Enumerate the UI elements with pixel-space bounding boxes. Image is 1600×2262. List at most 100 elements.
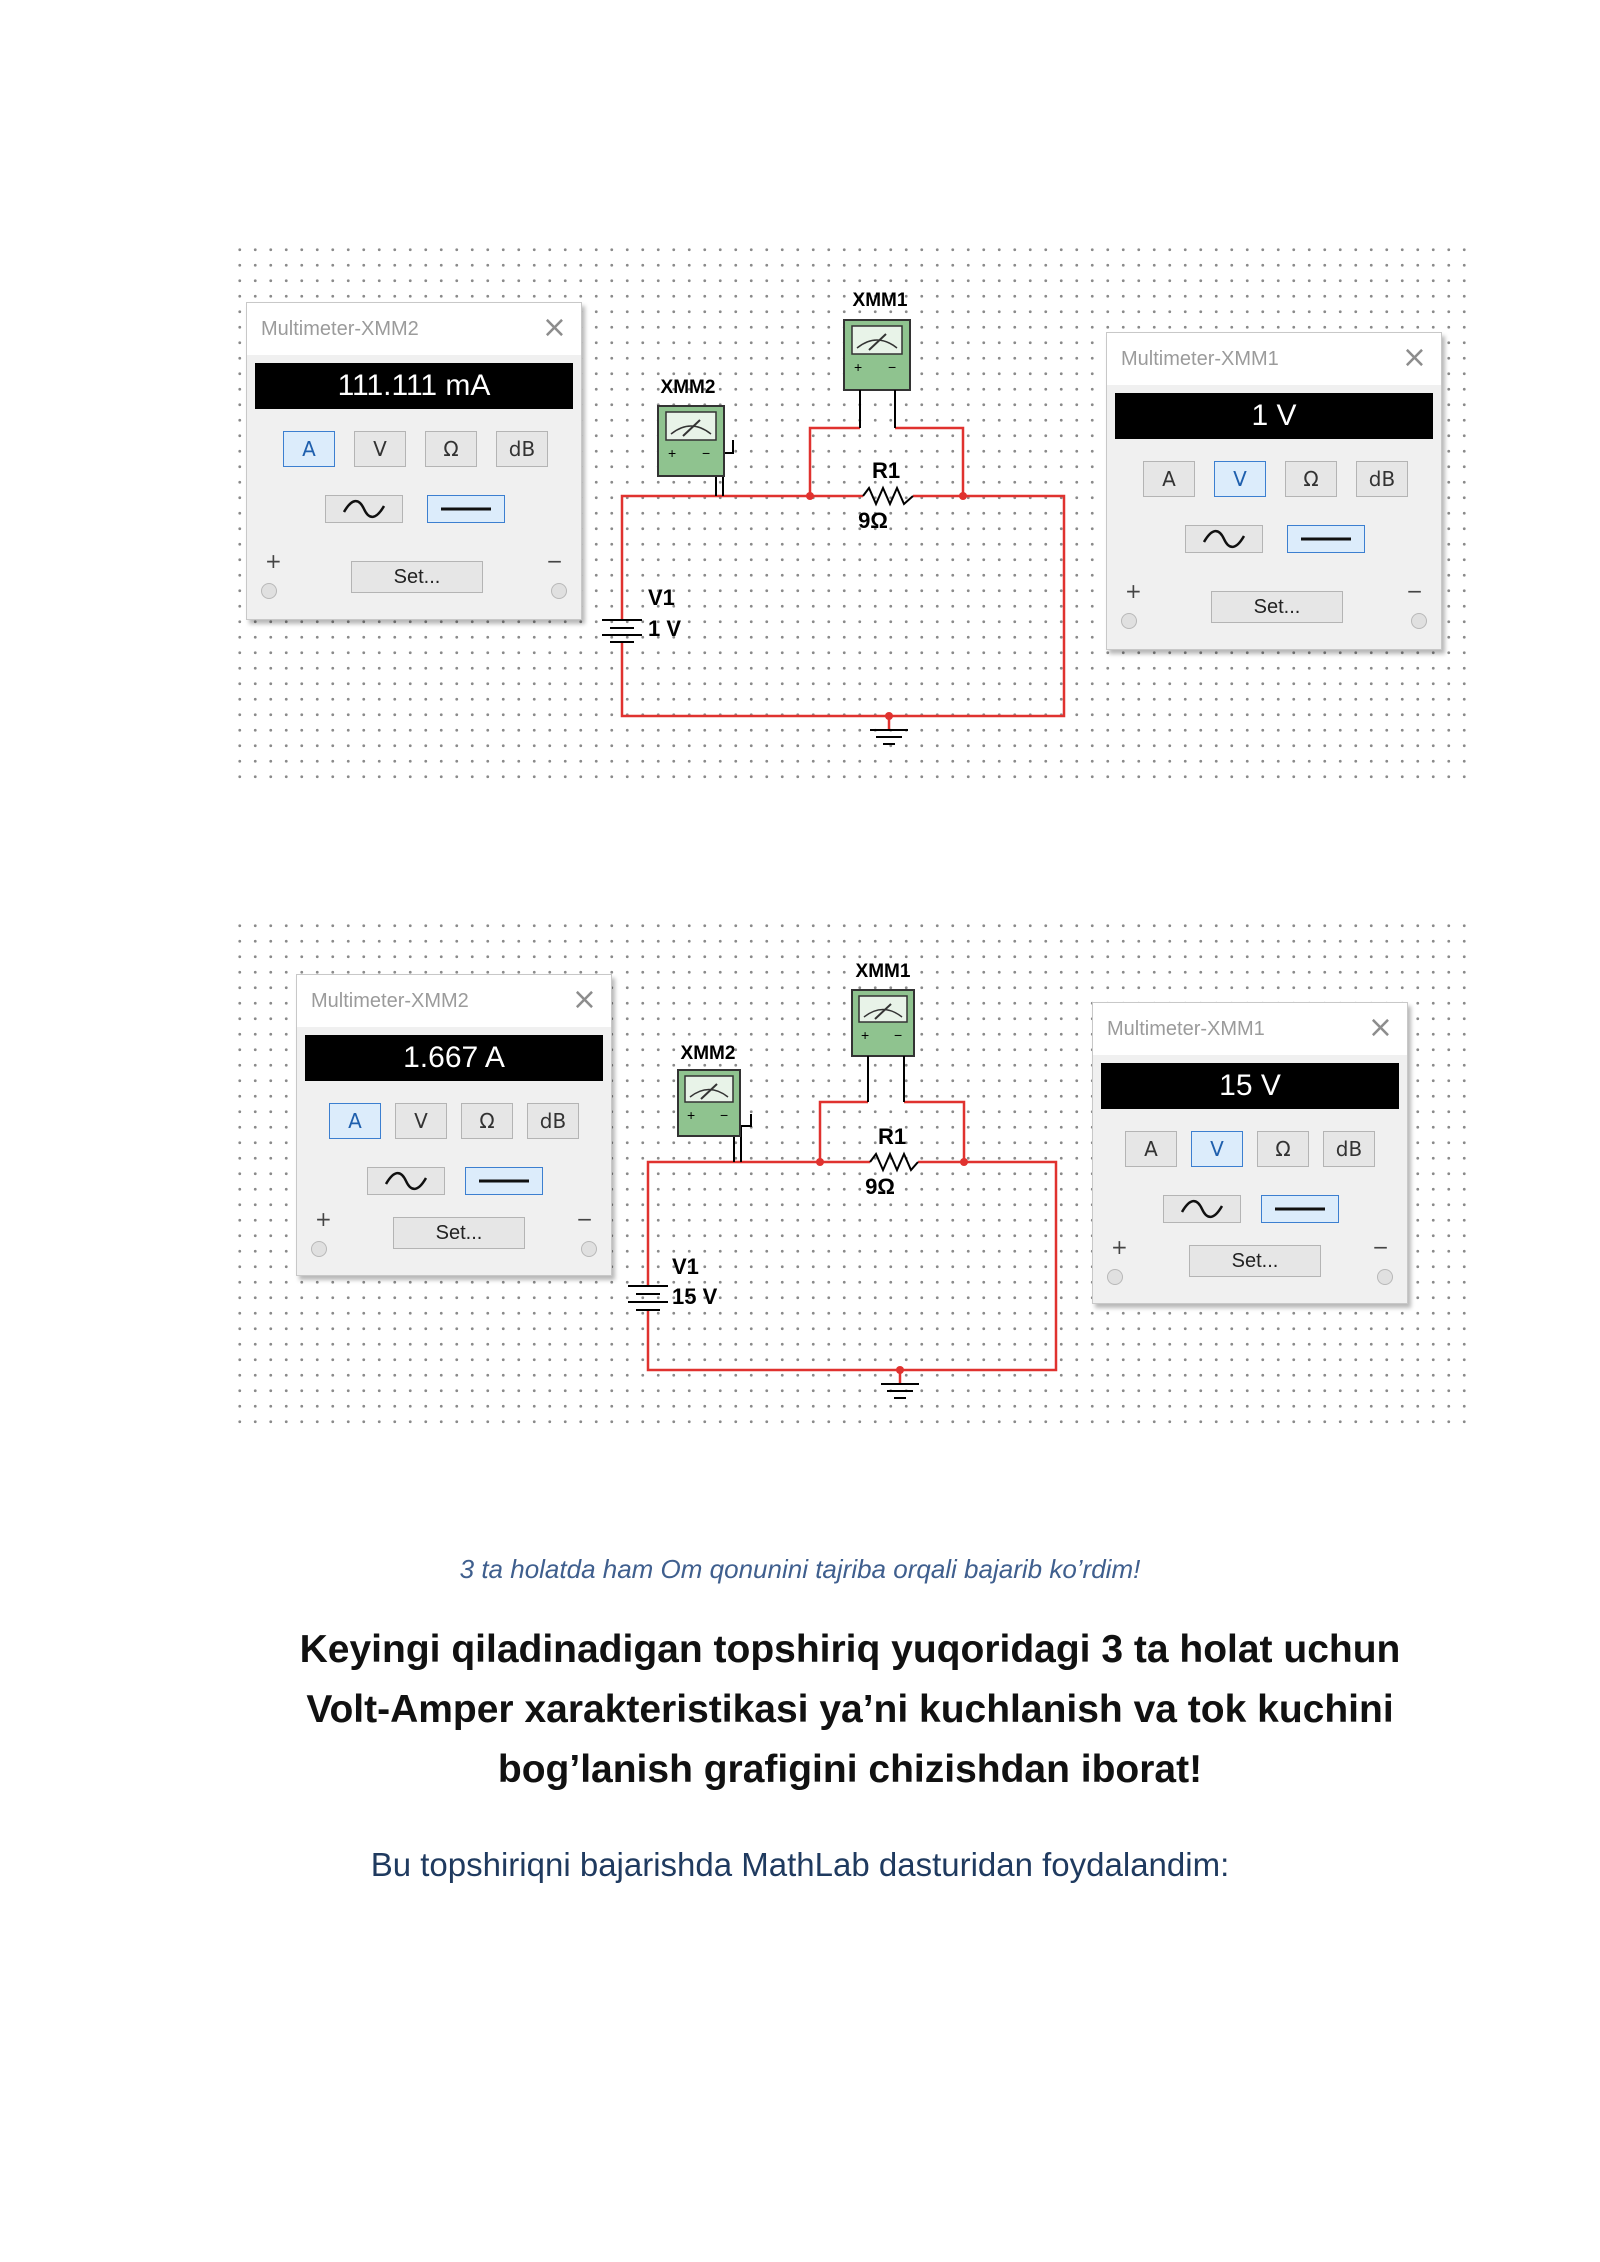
minus-terminal-label: − [1406, 579, 1423, 603]
window-title: Multimeter-XMM1 [1121, 348, 1279, 370]
multimeter-display: 111.111 mA [255, 363, 573, 409]
caption-note: 3 ta holatda ham Om qonunini tajriba orq… [459, 1554, 1141, 1584]
minus-terminal[interactable] [581, 1241, 597, 1257]
label-v1-value: 15 V [672, 1284, 718, 1309]
ac-wave-icon [384, 1171, 428, 1191]
ac-wave-icon [1180, 1199, 1224, 1219]
minus-terminal-label: − [546, 549, 563, 573]
range-button-v[interactable]: V [395, 1103, 447, 1139]
multimeter-xmm1-window-1[interactable]: Multimeter-XMM1 × 1 V A V Ω dB + − Set..… [1106, 332, 1442, 650]
section-heading: Keyingi qiladinadigan topshiriq yuqorida… [299, 1628, 1401, 1791]
ac-mode-button[interactable] [367, 1167, 445, 1195]
close-icon[interactable]: × [1367, 1010, 1393, 1045]
multimeter-xmm1-window-2[interactable]: Multimeter-XMM1 × 15 V A V Ω dB + − Set.… [1092, 1002, 1408, 1304]
range-button-a[interactable]: A [329, 1103, 381, 1139]
range-button-v[interactable]: V [354, 431, 406, 467]
window-titlebar[interactable]: Multimeter-XMM1 × [1093, 1003, 1407, 1055]
plus-terminal[interactable] [1121, 613, 1137, 629]
label-xmm2: XMM2 [681, 1043, 736, 1064]
label-v1: V1 [648, 585, 675, 610]
set-button[interactable]: Set... [351, 561, 483, 593]
circuit-wires: + − + − XMM1 XMM2 R1 9Ω V1 15 V [628, 961, 1058, 1399]
xmm2-meter-icon: + − [657, 405, 725, 477]
minus-terminal-label: − [1372, 1235, 1389, 1259]
multimeter-xmm2-window-1[interactable]: Multimeter-XMM2 × 111.111 mA A V Ω dB + … [246, 302, 582, 620]
plus-terminal-label: + [1111, 1235, 1128, 1259]
multimeter-display: 15 V [1101, 1063, 1399, 1109]
dc-line-icon [479, 1179, 529, 1183]
minus-terminal[interactable] [1377, 1269, 1393, 1285]
ac-mode-button[interactable] [1163, 1195, 1241, 1223]
multimeter-display: 1 V [1115, 393, 1433, 439]
body-paragraph: Bu topshiriqni bajarishda MathLab dastur… [370, 1846, 1230, 1883]
label-v1: V1 [672, 1254, 699, 1279]
svg-text:−: − [894, 1027, 902, 1043]
range-button-v[interactable]: V [1214, 461, 1266, 497]
svg-text:−: − [888, 359, 896, 375]
dc-mode-button[interactable] [1261, 1195, 1339, 1223]
set-button[interactable]: Set... [393, 1217, 525, 1249]
window-titlebar[interactable]: Multimeter-XMM2 × [247, 303, 581, 355]
minus-terminal-label: − [576, 1207, 593, 1231]
plus-terminal-label: + [1125, 579, 1142, 603]
dc-line-icon [1275, 1207, 1325, 1211]
dc-mode-button[interactable] [1287, 525, 1365, 553]
label-v1-value: 1 V [648, 616, 681, 641]
set-button[interactable]: Set... [1189, 1245, 1321, 1277]
xmm2-meter-icon: + − [677, 1069, 741, 1137]
minus-terminal[interactable] [1411, 613, 1427, 629]
window-titlebar[interactable]: Multimeter-XMM2 × [297, 975, 611, 1027]
label-r1: R1 [872, 458, 900, 483]
ac-wave-icon [342, 499, 386, 519]
close-icon[interactable]: × [1401, 340, 1427, 375]
window-title: Multimeter-XMM2 [261, 318, 419, 340]
label-r1-value: 9Ω [858, 508, 888, 533]
dc-line-icon [441, 507, 491, 511]
dc-line-icon [1301, 537, 1351, 541]
label-xmm1: XMM1 [856, 961, 911, 982]
minus-terminal[interactable] [551, 583, 567, 599]
range-button-ohm[interactable]: Ω [1285, 461, 1337, 497]
label-r1-value: 9Ω [865, 1174, 895, 1199]
plus-terminal[interactable] [261, 583, 277, 599]
plus-terminal[interactable] [311, 1241, 327, 1257]
range-button-db[interactable]: dB [527, 1103, 579, 1139]
label-r1: R1 [878, 1124, 906, 1149]
ac-wave-icon [1202, 529, 1246, 549]
set-button[interactable]: Set... [1211, 591, 1343, 623]
svg-text:+: + [861, 1027, 869, 1043]
range-button-ohm[interactable]: Ω [1257, 1131, 1309, 1167]
range-button-a[interactable]: A [1125, 1131, 1177, 1167]
label-xmm1: XMM1 [853, 290, 908, 311]
range-button-a[interactable]: A [283, 431, 335, 467]
range-button-db[interactable]: dB [496, 431, 548, 467]
dc-mode-button[interactable] [427, 495, 505, 523]
ac-mode-button[interactable] [1185, 525, 1263, 553]
close-icon[interactable]: × [571, 982, 597, 1017]
range-button-ohm[interactable]: Ω [461, 1103, 513, 1139]
svg-text:+: + [668, 445, 676, 461]
range-button-db[interactable]: dB [1323, 1131, 1375, 1167]
plus-terminal-label: + [265, 549, 282, 573]
circuit-wires: + − + − XMM1 XMM2 R1 9Ω V1 1 V [602, 290, 1066, 745]
xmm1-meter-icon: + − [843, 319, 911, 428]
multimeter-display: 1.667 A [305, 1035, 603, 1081]
svg-text:+: + [687, 1107, 695, 1123]
ac-mode-button[interactable] [325, 495, 403, 523]
range-button-db[interactable]: dB [1356, 461, 1408, 497]
dc-mode-button[interactable] [465, 1167, 543, 1195]
close-icon[interactable]: × [541, 310, 567, 345]
label-xmm2: XMM2 [661, 377, 716, 398]
xmm1-meter-icon: + − [851, 989, 915, 1102]
plus-terminal-label: + [315, 1207, 332, 1231]
range-button-v[interactable]: V [1191, 1131, 1243, 1167]
multimeter-xmm2-window-2[interactable]: Multimeter-XMM2 × 1.667 A A V Ω dB + − S… [296, 974, 612, 1276]
window-title: Multimeter-XMM2 [311, 990, 469, 1012]
range-button-a[interactable]: A [1143, 461, 1195, 497]
svg-text:−: − [702, 445, 710, 461]
range-button-ohm[interactable]: Ω [425, 431, 477, 467]
svg-text:+: + [854, 359, 862, 375]
window-title: Multimeter-XMM1 [1107, 1018, 1265, 1040]
window-titlebar[interactable]: Multimeter-XMM1 × [1107, 333, 1441, 385]
plus-terminal[interactable] [1107, 1269, 1123, 1285]
